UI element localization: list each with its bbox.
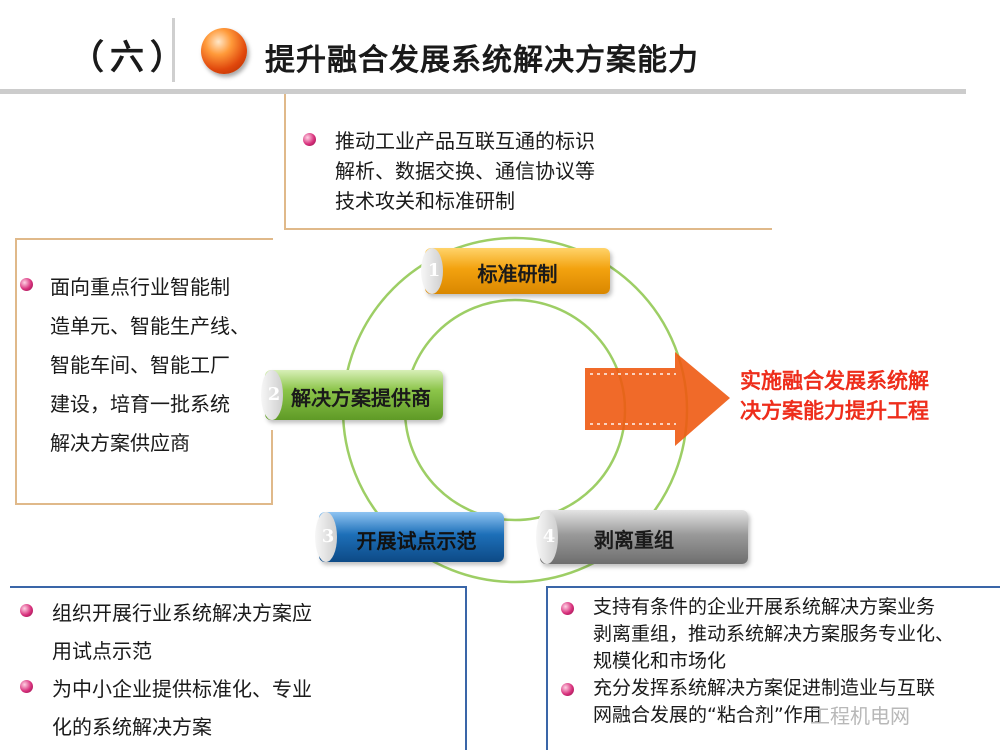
text-line: 剥离重组，推动系统解决方案服务专业化、 — [593, 621, 954, 648]
text-line: 组织开展行业系统解决方案应 — [52, 594, 312, 632]
orange-arrow-icon — [585, 352, 730, 446]
bullet-icon — [561, 683, 574, 696]
step-label: 剥离重组 — [520, 524, 748, 553]
callout-line: 决方案能力提升工程 — [740, 396, 980, 426]
bullet-item: 组织开展行业系统解决方案应 用试点示范 — [20, 594, 312, 670]
cycle-step-3: 3 开展试点示范 — [319, 512, 504, 562]
bottom-right-border-top — [546, 586, 1000, 588]
bottom-left-border-top — [10, 586, 467, 588]
bullet-icon — [561, 602, 574, 615]
bullet-icon — [20, 604, 33, 617]
bullet-icon — [20, 680, 33, 693]
step-label: 解决方案提供商 — [279, 382, 443, 411]
cycle-step-2: 2 解决方案提供商 — [265, 370, 443, 420]
callout-text: 实施融合发展系统解 决方案能力提升工程 — [740, 366, 980, 426]
cycle-step-4: 4 剥离重组 — [540, 510, 748, 564]
text-line: 为中小企业提供标准化、专业 — [52, 670, 312, 708]
text-line: 充分发挥系统解决方案促进制造业与互联 — [593, 675, 954, 702]
text-line: 化的系统解决方案 — [52, 708, 312, 746]
bottom-right-border-left — [546, 586, 548, 750]
step-label: 标准研制 — [425, 258, 610, 287]
bullet-item: 为中小企业提供标准化、专业 化的系统解决方案 — [20, 670, 312, 746]
cycle-step-1: 1 标准研制 — [425, 248, 610, 294]
text-line: 支持有条件的企业开展系统解决方案业务 — [593, 594, 954, 621]
text-line: 用试点示范 — [52, 632, 312, 670]
watermark: 工程机电网 — [810, 700, 910, 729]
text-line: 规模化和市场化 — [593, 648, 954, 675]
bottom-left-text-box: 组织开展行业系统解决方案应 用试点示范 为中小企业提供标准化、专业 化的系统解决… — [20, 594, 312, 746]
bottom-left-border-right — [465, 586, 467, 750]
callout-line: 实施融合发展系统解 — [740, 366, 980, 396]
step-label: 开展试点示范 — [329, 525, 504, 554]
bullet-item: 支持有条件的企业开展系统解决方案业务 剥离重组，推动系统解决方案服务专业化、 规… — [561, 594, 954, 675]
